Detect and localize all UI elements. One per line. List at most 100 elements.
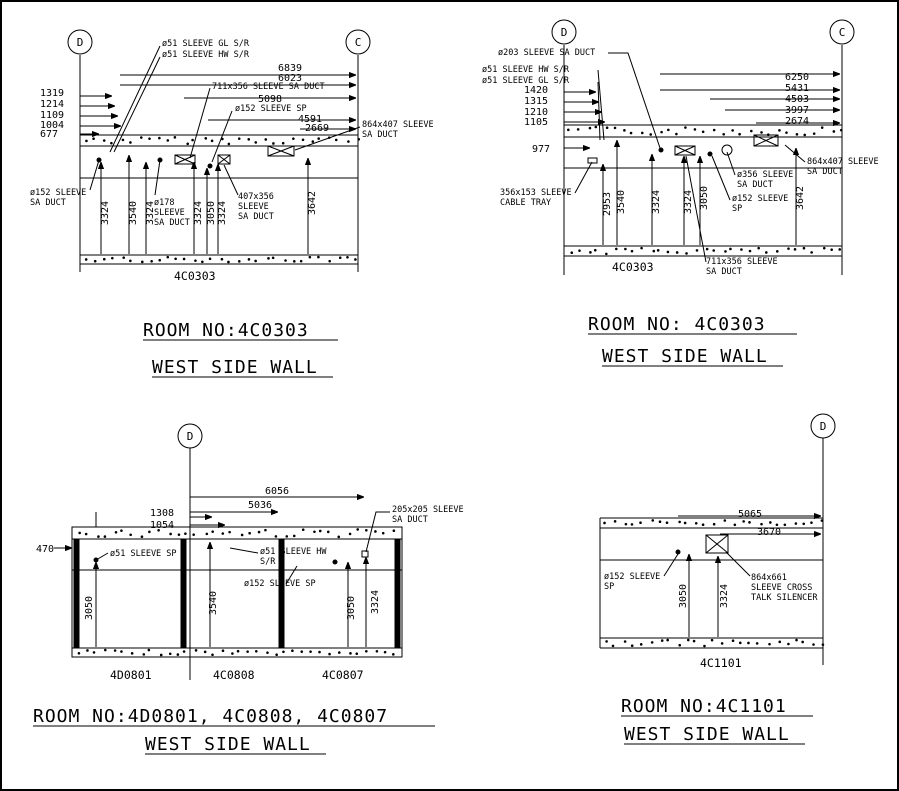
hatch-dot xyxy=(703,644,706,648)
hatch-dot xyxy=(640,246,643,250)
hatch-dot xyxy=(184,532,187,535)
duct-sleeve-icon xyxy=(217,154,231,165)
hatch-dot xyxy=(757,246,760,250)
drawing-subtitle: WEST SIDE WALL xyxy=(602,346,768,367)
room-tag: 4C0303 xyxy=(612,260,654,274)
svg-text:3324: 3324 xyxy=(100,201,111,225)
room-tag: 4C0808 xyxy=(213,668,255,682)
hatch-dot xyxy=(337,535,341,539)
hatch-dot xyxy=(103,535,107,538)
hatch-dot xyxy=(346,255,349,259)
hatch-dot xyxy=(301,528,305,531)
svg-text:6839: 6839 xyxy=(278,63,302,74)
svg-text:ø152 SLEEVE SP: ø152 SLEEVE SP xyxy=(244,579,316,589)
svg-text:ø152 SLEEVE: ø152 SLEEVE xyxy=(30,188,86,198)
hatch-dot xyxy=(740,248,743,251)
hatch-dot xyxy=(603,521,606,525)
hatch-dot xyxy=(211,530,214,533)
duct-sleeve-icon xyxy=(267,145,295,157)
hatch-dot xyxy=(750,129,753,133)
hatch-dot xyxy=(349,652,352,655)
hatch-dot xyxy=(793,248,797,251)
svg-text:ø51 SLEEVE GL S/R: ø51 SLEEVE GL S/R xyxy=(482,76,570,86)
svg-text:5036: 5036 xyxy=(248,500,272,511)
svg-text:SA DUCT: SA DUCT xyxy=(362,130,398,140)
hatch-dot xyxy=(365,528,368,532)
svg-text:SA DUCT: SA DUCT xyxy=(807,167,843,177)
hatch-dot xyxy=(694,521,698,525)
concrete-hatching xyxy=(77,125,843,657)
hatch-dot xyxy=(318,529,322,533)
hatch-dot xyxy=(326,530,330,534)
svg-text:407x356: 407x356 xyxy=(238,192,274,202)
hatch-dot xyxy=(821,643,825,646)
hatch-dot xyxy=(92,651,96,654)
hatch-dot xyxy=(652,249,656,253)
svg-text:D: D xyxy=(561,26,568,39)
hatch-dot xyxy=(605,640,608,643)
hatch-dot xyxy=(120,650,123,653)
hatch-dot xyxy=(317,137,320,140)
hatch-dot xyxy=(778,129,781,132)
hatch-dot xyxy=(157,528,160,532)
hatch-dot xyxy=(281,141,285,145)
hatch-dot xyxy=(282,650,285,654)
hatch-dot xyxy=(684,126,687,129)
hatch-dot xyxy=(293,260,296,263)
cable-tray-sleeve-icon xyxy=(587,157,598,164)
hatch-dot xyxy=(712,128,716,132)
drawing-title: ROOM NO:4C0303 xyxy=(143,320,309,341)
hatch-dot xyxy=(630,249,634,253)
panel-top-left: D C 6839 6023 5098 4591 2669 1319 1214 1… xyxy=(30,29,434,378)
hatch-dot xyxy=(667,128,670,132)
svg-text:3642: 3642 xyxy=(795,186,806,210)
hatch-dot xyxy=(328,652,331,656)
hatch-dot xyxy=(148,137,151,140)
round-duct-sleeve-icon xyxy=(721,144,733,156)
svg-text:SA DUCT: SA DUCT xyxy=(392,515,428,525)
hatch-dot xyxy=(630,523,634,526)
hatch-dot xyxy=(267,257,270,260)
hatch-dot xyxy=(122,256,126,259)
hatch-dot xyxy=(84,258,88,261)
hatch-dot xyxy=(755,642,759,645)
hatch-dot xyxy=(748,521,751,524)
hatch-dot xyxy=(738,132,741,136)
hatch-dot xyxy=(348,532,352,536)
svg-text:4591: 4591 xyxy=(298,114,322,125)
hatch-dot xyxy=(567,128,570,132)
hatch-dot xyxy=(383,650,387,654)
svg-text:356x153 SLEEVE: 356x153 SLEEVE xyxy=(500,188,572,198)
svg-text:1420: 1420 xyxy=(524,85,548,96)
hatch-dot xyxy=(678,643,682,647)
svg-text:ø152 SLEEVE: ø152 SLEEVE xyxy=(732,194,788,204)
hatch-dot xyxy=(220,257,224,261)
svg-text:2674: 2674 xyxy=(785,116,809,127)
hatch-dot xyxy=(630,644,634,647)
hatch-dot xyxy=(192,533,195,536)
hatch-dot xyxy=(775,523,779,527)
svg-text:3997: 3997 xyxy=(785,105,809,116)
svg-text:470: 470 xyxy=(36,544,54,555)
svg-text:SP: SP xyxy=(604,582,614,592)
hatch-dot xyxy=(159,653,163,657)
svg-text:D: D xyxy=(187,430,194,443)
svg-text:S/R: S/R xyxy=(260,557,276,567)
hatch-dot xyxy=(166,255,170,259)
svg-text:ø51 SLEEVE SP: ø51 SLEEVE SP xyxy=(110,549,177,559)
hatch-dot xyxy=(570,251,574,254)
hatch-dot xyxy=(194,649,198,652)
hatch-dot xyxy=(111,256,114,260)
hatch-dot xyxy=(765,251,768,254)
svg-text:1315: 1315 xyxy=(524,96,548,107)
hatch-dot xyxy=(177,533,181,536)
hatch-dot xyxy=(760,131,763,134)
svg-text:864x407 SLEEVE: 864x407 SLEEVE xyxy=(362,120,434,130)
hatch-dot xyxy=(658,520,662,524)
svg-text:711x356 SLEEVE: 711x356 SLEEVE xyxy=(706,257,778,267)
pipe-sleeve-icon xyxy=(707,151,713,157)
hatch-dot xyxy=(158,136,161,140)
hatch-dot xyxy=(227,142,231,146)
wall-column xyxy=(180,538,187,649)
hatch-dot xyxy=(227,260,230,264)
